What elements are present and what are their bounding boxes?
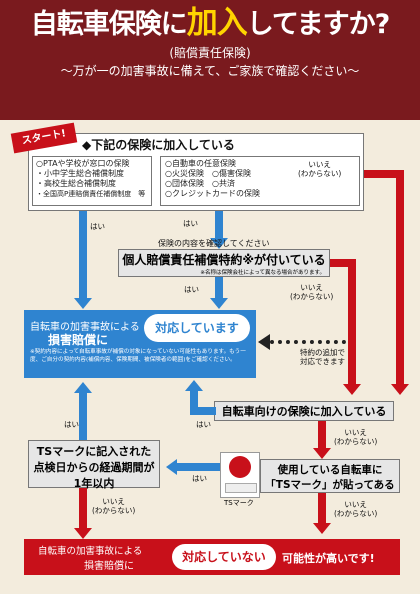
subtitle: (賠償責任保険) [169,46,251,60]
bike-insurance-box: 自転車向けの保険に加入している [214,401,394,421]
rider-box: 個人賠償責任補償特約※が付いている ※名称は保険会社によって異なる場合があります… [118,249,330,277]
start-heading: ◆下記の保険に加入している [82,138,235,152]
covered-line1: 自転車の加害事故による [30,322,140,333]
no-label: いいえ(わからない) [334,428,378,446]
flow-arrow [190,390,198,415]
covered-note: ※契約内容によって自転車事故が補償の対象になっていない可能性もあります。もう一度… [30,349,246,363]
ts-seal-icon [229,456,251,478]
ts-period-line3: 1年以内 [73,477,115,490]
yes-label: はい [192,474,207,483]
flow-arrow-head [74,382,92,393]
flow-arrow-head [313,448,331,459]
list-item: ・小中学生総合補償制度 [36,169,124,178]
flow-arrow [79,392,87,440]
ts-mark-box: 使用している自転車に 「TSマーク」が貼ってある [260,459,400,493]
rider-text: 個人賠償責任補償特約※が付いている [122,253,326,267]
list-item: ・全国高P連賠償責任補償制度 等 [36,190,146,198]
covered-line2: 損害賠償に [48,333,109,347]
ts-mark-text1: 使用している自転車に [277,464,383,476]
flow-arrow [364,170,404,178]
covered-box: 自転車の加害事故による 損害賠償に 対応しています ※契約内容によって自転車事故… [24,310,256,378]
list-item: ○自動車の任意保険 [165,159,236,168]
yes-label: はい [183,219,198,228]
flow-arrow-head [313,523,331,534]
page-title: 自転車保険に加入してますか? [30,5,391,41]
check-text: 保険の内容を確認してください [158,239,270,248]
flow-arrow-head [210,298,228,309]
flow-arrow-head [74,298,92,309]
other-insurance-list: ○自動車の任意保険 ○火災保険 ○傷害保険 ○団体保険 ○共済 ○クレジットカー… [160,156,360,206]
flow-arrow [79,211,87,299]
not-covered-box: 自転車の加害事故による 損害賠償に 対応していない 可能性が高いです! [24,539,400,575]
covered-badge: 対応しています [144,314,250,342]
yes-label: はい [196,420,211,429]
list-item: ○PTAや学校が窓口の保険 [36,159,130,168]
no-label: いいえ(わからない) [298,160,342,178]
notcovered-line2: 損害賠償に [84,561,134,572]
special-label: 特約の追加で 対応できます [300,348,345,366]
tagline: 〜万が一の加害事故に備えて、ご家族で確認ください〜 [60,64,360,78]
ts-period-line2: 点検日からの経過期間が [33,461,155,474]
pta-insurance-list: ○PTAや学校が窓口の保険 ・小中学生総合補償制度 ・高校生総合補償制度 ・全国… [32,156,152,206]
flow-arrow-head [74,528,92,539]
list-item: ○団体保険 ○共済 [165,179,235,188]
ts-period-box: TSマークに記入された 点検日からの経過期間が 1年以内 [28,440,160,490]
yes-label: はい [90,222,105,231]
flow-arrow [396,170,404,385]
flow-arrow [215,211,223,239]
no-label: いいえ(わからない) [334,500,378,518]
notcovered-badge: 対応していない [172,544,276,570]
list-item: ○火災保険 ○傷害保険 [165,169,251,178]
flow-arrow [79,488,87,532]
ts-plate-icon [225,483,257,493]
dotted-arrow-head [258,334,270,350]
flow-arrow [176,463,220,471]
flow-arrow-head [210,238,228,249]
ts-mark-image [220,452,260,498]
dotted-arrow [270,340,346,344]
ts-mark-text2: 「TSマーク」が貼ってある [265,479,395,491]
notcovered-line1: 自転車の加害事故による [38,546,143,557]
flow-arrow-head [166,459,177,475]
list-item: ○クレジットカードの保険 [165,189,260,198]
notcovered-tail: 可能性が高いです! [282,552,375,565]
flow-arrow-head [391,384,409,395]
ts-mark-caption: TSマーク [224,499,254,507]
yes-label: はい [64,420,79,429]
flow-arrow [330,259,356,267]
list-item: ・高校生総合補償制度 [36,179,116,188]
flow-arrow [348,259,356,385]
flow-arrow [215,277,223,299]
yes-label: はい [184,285,199,294]
flow-arrow-head [343,384,361,395]
no-label: いいえ(わからない) [290,283,334,301]
ts-period-line1: TSマークに記入された [36,445,152,458]
flow-arrow [318,421,326,449]
no-label: いいえ(わからない) [92,497,136,515]
rider-note: ※名称は保険会社によって異なる場合があります。 [200,270,325,276]
flow-arrow [190,407,216,415]
flow-arrow-head [185,380,203,391]
flow-arrow [318,493,326,525]
header-banner [0,0,420,120]
